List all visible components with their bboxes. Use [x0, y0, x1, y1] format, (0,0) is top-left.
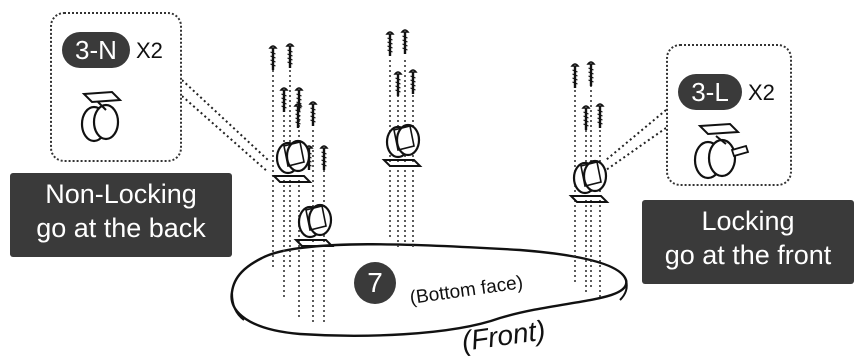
- banner-line-2: go at the back: [36, 213, 206, 243]
- part-code-badge: 3-N: [62, 32, 130, 68]
- screw-group-front-right: [570, 60, 605, 132]
- banner-line-1: Locking: [701, 206, 795, 236]
- step-number-badge: 7: [354, 262, 396, 304]
- caster-back-center: [382, 123, 422, 168]
- banner-line-2: go at the front: [664, 240, 832, 270]
- screw-group-back-center: [385, 28, 418, 98]
- quantity-label: X2: [136, 38, 163, 63]
- callout-non-locking: 3-N X2: [50, 12, 182, 162]
- part-code-badge: 3-L: [678, 74, 742, 110]
- locking-banner: Locking go at the front: [642, 200, 854, 284]
- caster-back-left-1: [272, 139, 312, 184]
- non-locking-banner: Non-Locking go at the back: [10, 173, 232, 257]
- quantity-label: X2: [748, 80, 775, 105]
- locking-caster-icon: [693, 122, 750, 180]
- banner-line-1: Non-Locking: [45, 179, 197, 209]
- callout-locking: 3-L X2: [666, 44, 792, 186]
- non-locking-caster-icon: [80, 90, 123, 143]
- caster-back-left-2: [294, 203, 334, 248]
- caster-front-right: [569, 159, 609, 204]
